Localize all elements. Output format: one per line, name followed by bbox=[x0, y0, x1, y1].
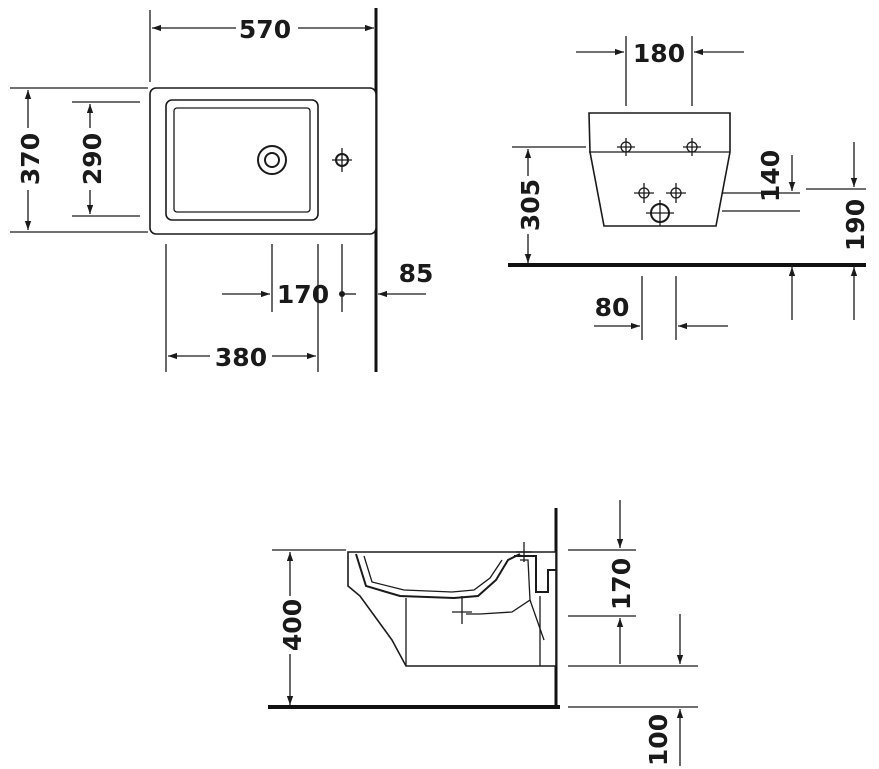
side-view-outline bbox=[347, 551, 557, 667]
drain-inner-circle bbox=[264, 152, 280, 168]
side-view: 400 170 100 bbox=[268, 500, 698, 766]
dim-label-140: 140 bbox=[756, 150, 785, 202]
dim-label-370: 370 bbox=[16, 133, 45, 185]
dim-label-80: 80 bbox=[595, 293, 630, 322]
dim-label-170-side: 170 bbox=[607, 558, 636, 610]
top-view-basin bbox=[165, 99, 319, 221]
side-view-bowl-inner bbox=[363, 555, 503, 593]
dim-label-180: 180 bbox=[633, 39, 685, 68]
dim-label-190: 190 bbox=[841, 199, 870, 251]
top-view-basin-inner bbox=[173, 107, 311, 213]
dim-label-570: 570 bbox=[239, 15, 291, 44]
side-view-bowl bbox=[355, 553, 521, 600]
front-view: 180 305 140 190 80 bbox=[508, 36, 870, 340]
dim-label-170: 170 bbox=[277, 280, 329, 309]
dim-label-380: 380 bbox=[215, 343, 267, 372]
dim-label-400: 400 bbox=[278, 599, 307, 651]
drain-outer-circle bbox=[257, 145, 287, 175]
side-view-back-section bbox=[514, 555, 556, 593]
dim-label-290: 290 bbox=[78, 133, 107, 185]
dim-label-305: 305 bbox=[516, 179, 545, 231]
top-view: 570 370 290 170 85 380 bbox=[10, 8, 433, 372]
dim-label-85: 85 bbox=[399, 259, 434, 288]
dim-dot bbox=[339, 291, 345, 297]
dim-label-100: 100 bbox=[644, 714, 673, 766]
